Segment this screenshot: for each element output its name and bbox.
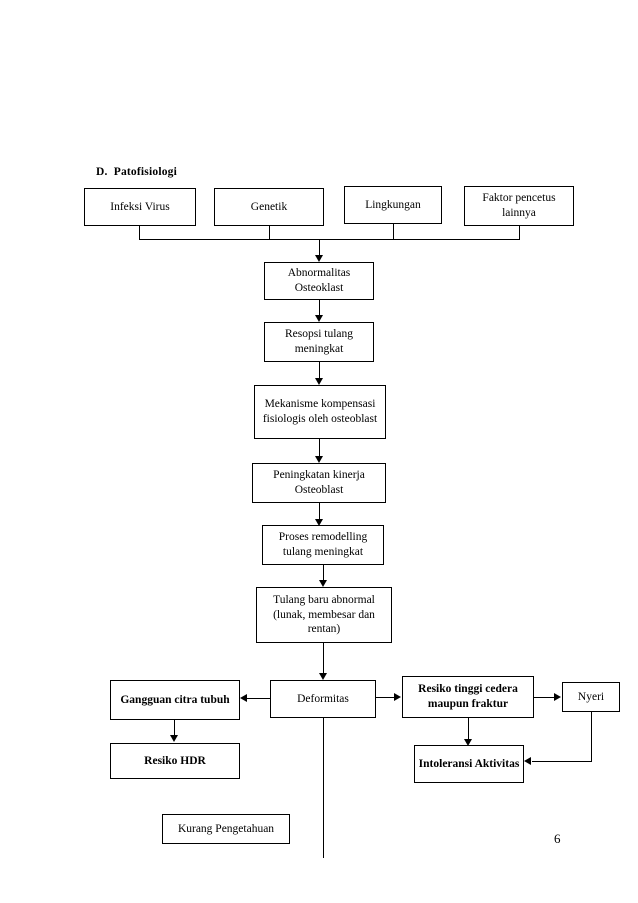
node-gangguan-citra-tubuh: Gangguan citra tubuh <box>110 680 240 720</box>
arrowhead-deformitas <box>319 673 327 680</box>
arrowhead-resopsi <box>315 315 323 322</box>
node-kurang-pengetahuan: Kurang Pengetahuan <box>162 814 290 844</box>
node-lingkungan: Lingkungan <box>344 186 442 224</box>
arrowhead-remodelling <box>315 519 323 526</box>
edge-abnormalitas-resopsi <box>319 300 320 318</box>
edge-deformitas-down <box>323 718 324 858</box>
node-abnormalitas: Abnormalitas Osteoklast <box>264 262 374 300</box>
node-mekanisme: Mekanisme kompensasi fisiologis oleh ost… <box>254 385 386 439</box>
edge-remodelling-tulangbaru <box>323 565 324 583</box>
node-label: Lingkungan <box>365 198 421 211</box>
edge-infeksi-down <box>139 226 140 240</box>
node-nyeri: Nyeri <box>562 682 620 712</box>
node-label: Kurang Pengetahuan <box>177 822 275 835</box>
node-label: Infeksi Virus <box>110 200 170 213</box>
node-faktor-pencetus: Faktor pencetus lainnya <box>464 186 574 226</box>
edge-lingkungan-down <box>393 224 394 240</box>
arrowhead-resiko-hdr <box>170 735 178 742</box>
edge-peningkatan-remodelling <box>319 503 320 522</box>
arrowhead-intoleransi-from-nyeri <box>524 757 531 765</box>
node-label: Deformitas <box>297 692 349 705</box>
section-heading: D. Patofisiologi <box>96 166 178 178</box>
arrowhead-abnormalitas <box>315 255 323 262</box>
node-peningkatan: Peningkatan kinerja Osteoblast <box>252 463 386 503</box>
arrowhead-intoleransi <box>464 739 472 746</box>
node-label: Proses remodelling tulang meningkat <box>278 531 368 558</box>
node-deformitas: Deformitas <box>270 680 376 718</box>
node-resiko-tinggi-cedera: Resiko tinggi cedera maupun fraktur <box>402 676 534 718</box>
node-infeksi-virus: Infeksi Virus <box>84 188 196 226</box>
node-remodelling: Proses remodelling tulang meningkat <box>262 525 384 565</box>
edge-faktor-down <box>519 226 520 240</box>
node-resopsi: Resopsi tulang meningkat <box>264 322 374 362</box>
edge-tulangbaru-deformitas <box>323 643 324 676</box>
node-genetik: Genetik <box>214 188 324 226</box>
arrowhead-mekanisme <box>315 378 323 385</box>
edge-mekanisme-peningkatan <box>319 439 320 459</box>
edge-deformitas-gangguan <box>247 698 270 699</box>
node-label: Resiko tinggi cedera maupun fraktur <box>418 683 518 710</box>
node-label: Tulang baru abnormal (lunak, membesar da… <box>273 593 375 636</box>
edge-collector-bar <box>139 239 520 240</box>
node-label: Nyeri <box>577 690 605 703</box>
edge-nyeri-down <box>591 712 592 762</box>
node-label: Faktor pencetus lainnya <box>482 192 556 219</box>
node-label: Abnormalitas Osteoklast <box>287 267 351 294</box>
arrowhead-gangguan-citra <box>240 694 247 702</box>
node-label: Resiko HDR <box>144 754 206 767</box>
node-label: Gangguan citra tubuh <box>120 693 230 706</box>
arrowhead-resiko-tinggi <box>394 693 401 701</box>
edge-resiko-intoleransi <box>468 718 469 742</box>
node-label: Peningkatan kinerja Osteoblast <box>273 469 365 496</box>
edge-resiko-nyeri <box>534 697 555 698</box>
edge-nyeri-intoleransi <box>532 761 591 762</box>
node-label: Genetik <box>250 200 288 213</box>
edge-gangguan-resikohdr <box>174 720 175 738</box>
node-label: Resopsi tulang meningkat <box>284 328 354 355</box>
edge-genetik-down <box>269 226 270 240</box>
node-intoleransi-aktivitas: Intoleransi Aktivitas <box>414 745 524 783</box>
page-number: 6 <box>554 831 561 846</box>
node-tulang-baru: Tulang baru abnormal (lunak, membesar da… <box>256 587 392 643</box>
node-resiko-hdr: Resiko HDR <box>110 743 240 779</box>
arrowhead-tulangbaru <box>319 580 327 587</box>
edge-deformitas-resiko <box>376 697 395 698</box>
edge-collector-to-abnormalitas <box>319 239 320 258</box>
arrowhead-peningkatan <box>315 456 323 463</box>
node-label: Intoleransi Aktivitas <box>418 757 520 770</box>
node-label: Mekanisme kompensasi fisiologis oleh ost… <box>262 398 378 425</box>
edge-resopsi-mekanisme <box>319 362 320 381</box>
arrowhead-nyeri <box>554 693 561 701</box>
